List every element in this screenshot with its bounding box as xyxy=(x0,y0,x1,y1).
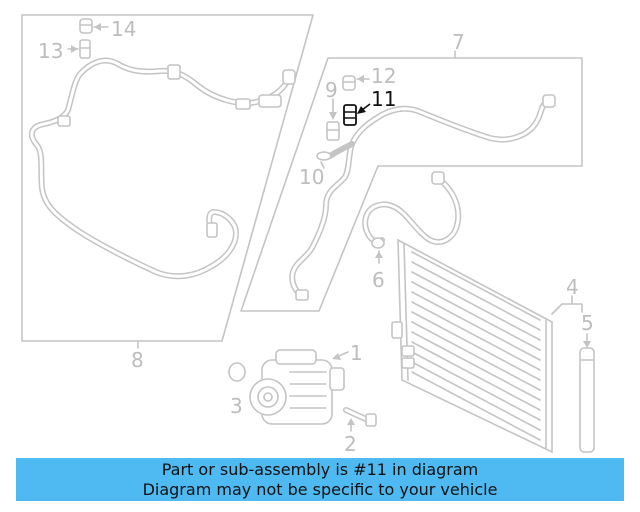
callout-10: 10 xyxy=(299,165,324,189)
receiver-drier-5 xyxy=(579,347,595,453)
callout-4: 4 xyxy=(566,275,579,299)
part-11-valve xyxy=(343,104,357,126)
info-banner: Part or sub-assembly is #11 in diagram D… xyxy=(16,458,624,501)
callout-7: 7 xyxy=(452,30,465,54)
callout-9: 9 xyxy=(325,78,338,102)
callout-5: 5 xyxy=(581,311,594,335)
pipe-6 xyxy=(362,171,462,249)
callout-6: 6 xyxy=(372,268,385,292)
plug-3 xyxy=(228,362,246,382)
condenser-4 xyxy=(391,238,553,454)
callout-11: 11 xyxy=(371,87,396,111)
callout-14: 14 xyxy=(111,17,136,41)
hose-assembly-8 xyxy=(28,57,296,280)
switch-9 xyxy=(326,121,340,141)
callout-3: 3 xyxy=(230,394,243,418)
hose-assembly-7 xyxy=(289,94,556,301)
callout-12: 12 xyxy=(371,64,396,88)
callout-8: 8 xyxy=(131,348,144,372)
panel-7-outline xyxy=(240,57,583,312)
compressor-1 xyxy=(249,349,345,425)
panel-8-outline xyxy=(21,14,314,342)
banner-line-2: Diagram may not be specific to your vehi… xyxy=(142,480,498,499)
cap-12 xyxy=(342,75,356,91)
cap-14 xyxy=(79,18,93,34)
callout-1: 1 xyxy=(350,341,363,365)
callout-13: 13 xyxy=(38,39,63,63)
callout-2: 2 xyxy=(344,432,357,456)
banner-line-1: Part or sub-assembly is #11 in diagram xyxy=(161,460,479,479)
bolt-2 xyxy=(343,407,377,427)
service-valve-13 xyxy=(79,39,91,59)
